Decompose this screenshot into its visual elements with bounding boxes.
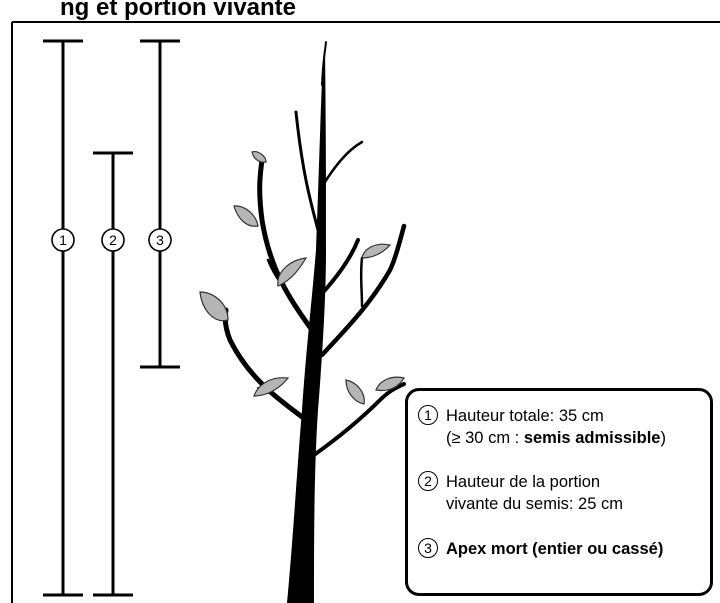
leaf	[375, 376, 405, 392]
legend-living-portion-line1: Hauteur de la portion	[446, 473, 601, 491]
legend-number-1: 1	[418, 405, 438, 425]
leaf	[253, 377, 290, 397]
leaf	[233, 205, 259, 227]
leaf	[199, 291, 229, 322]
legend-total-height-text: Hauteur totale: 35 cm	[446, 407, 604, 425]
legend-number-3: 3	[418, 538, 438, 558]
legend-dead-apex-text: Apex mort (entier ou cassé)	[446, 540, 664, 558]
marker-3-label: 3	[156, 232, 164, 248]
leaf	[251, 151, 267, 163]
legend-living-portion-line2: vivante du semis: 25 cm	[446, 495, 623, 513]
seedling-tree-illustration	[222, 41, 407, 603]
legend-box: 1 Hauteur totale: 35 cm (≥ 30 cm : semis…	[405, 388, 713, 596]
marker-2-label: 2	[109, 232, 117, 248]
leaf	[345, 379, 365, 405]
figure-title-fragment: ng et portion vivante	[60, 0, 297, 21]
legend-admissibility-text: (≥ 30 cm : semis admissible)	[446, 429, 666, 447]
measure-bar-total-height	[43, 39, 83, 597]
legend-number-2: 2	[418, 471, 438, 491]
measure-bar-dead-apex	[140, 39, 180, 369]
leaf	[277, 257, 308, 287]
leaf	[361, 243, 392, 259]
tree-leaves	[199, 151, 405, 405]
marker-1-label: 1	[59, 232, 67, 248]
measure-bar-living-portion	[93, 151, 133, 597]
